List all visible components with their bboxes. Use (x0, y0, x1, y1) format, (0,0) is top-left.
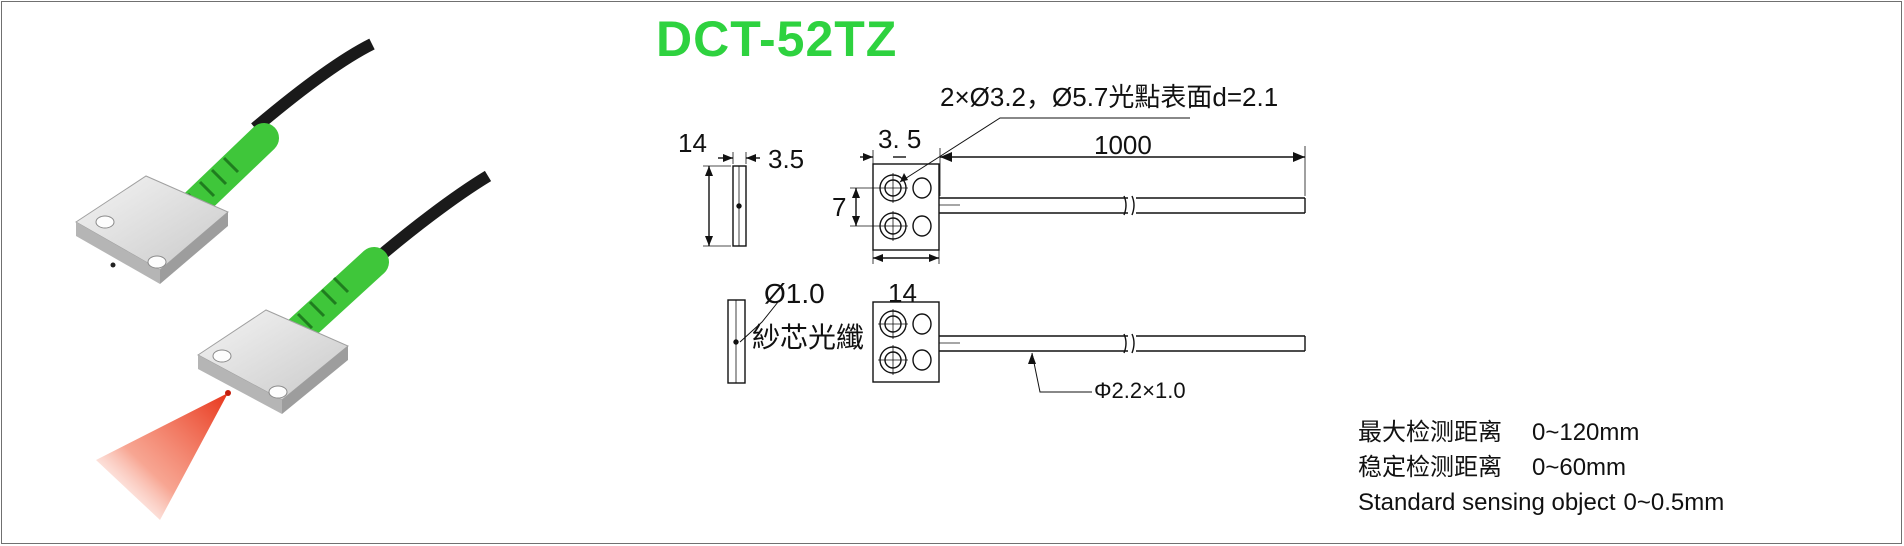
hole-pitch-label: 7 (832, 192, 847, 222)
spec-value: 0~60mm (1532, 454, 1627, 481)
hole-note-label: 2×Ø3.2，Ø5.7光點表面d=2.1 (940, 82, 1279, 112)
product-illustration (75, 38, 492, 520)
light-beam (96, 393, 228, 520)
spec-label: 最大检测距离 (1358, 419, 1502, 446)
spec-label: Standard sensing object (1358, 489, 1616, 516)
side-width-label: 14 (678, 128, 707, 158)
spec-standard-object: Standard sensing object 0~0.5mm (1358, 491, 1724, 515)
top-offset-label: 3. 5 (878, 124, 922, 154)
fiber-length-label: 1000 (1094, 130, 1152, 160)
spec-value: 0~120mm (1532, 419, 1640, 446)
front-view-lower (872, 301, 940, 383)
sensor-lower (197, 170, 492, 414)
fiber-spec-label: Φ2.2×1.0 (1094, 378, 1186, 403)
spec-value: 0~0.5mm (1623, 489, 1725, 516)
spec-stable-distance: 稳定检测距离 0~60mm (1358, 456, 1626, 480)
side-thickness-label: 3.5 (768, 144, 805, 174)
spec-max-distance: 最大检测距离 0~120mm (1358, 421, 1639, 445)
sensor-upper (75, 38, 375, 284)
bottom-width-label: 14 (888, 278, 917, 308)
core-diameter-label: Ø1.0 (764, 278, 825, 309)
spec-label: 稳定检测距离 (1358, 454, 1502, 481)
model-title: DCT-52TZ (656, 11, 898, 67)
core-type-label: 紗芯光纖 (752, 322, 865, 353)
